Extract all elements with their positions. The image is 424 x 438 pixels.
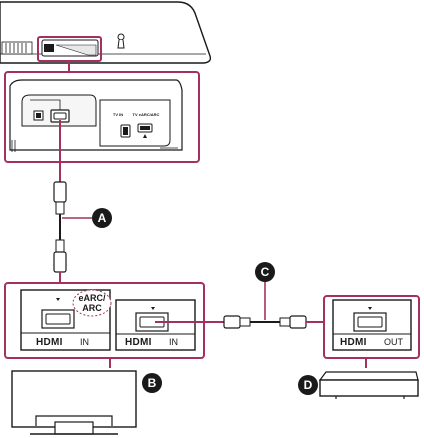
earc-label-line2: ARC (82, 303, 102, 313)
player-port-label: OUT (384, 337, 404, 347)
label-c-badge: C (255, 262, 275, 282)
hdmi-out-port (137, 123, 153, 138)
cable-a (53, 120, 92, 318)
soundbar-hdmi-label: TV eARC/ARC (133, 112, 160, 117)
hdmi-logo-3: HDMI (340, 337, 367, 348)
tv-port-1-label: IN (80, 337, 89, 347)
soundbar-zoom-panel: TV IN TV eARC/ARC (4, 71, 200, 163)
label-a: A (98, 211, 107, 225)
tv (11, 370, 137, 435)
label-b-badge: B (142, 373, 162, 393)
label-d-badge: D (298, 375, 318, 395)
tv-hdmi-port-2: HDMI IN (115, 299, 196, 351)
tv-hdmi-port-1: HDMI IN eARC/ ARC (20, 289, 112, 351)
soundbar-optical-label: TV IN (113, 112, 123, 117)
soundbar-grille (1, 41, 33, 55)
tv-port-panel: HDMI IN eARC/ ARC HDMI IN (4, 282, 205, 368)
soundbar (0, 1, 212, 72)
service-port (120, 124, 131, 138)
label-b: B (148, 376, 157, 390)
earc-label-line1: eARC/ (78, 293, 106, 303)
hdmi-logo-2: HDMI (125, 337, 152, 348)
player-port-panel: HDMI OUT (323, 295, 420, 368)
keyhole-icon (117, 33, 125, 49)
player-device (318, 371, 419, 399)
label-d: D (304, 378, 313, 392)
tv-port-2-label: IN (169, 337, 178, 347)
optical-port (33, 110, 44, 121)
label-a-badge: A (92, 208, 112, 228)
label-c: C (261, 265, 270, 279)
soundbar-hdmi-port (50, 109, 70, 123)
soundbar-port-cover (41, 39, 99, 57)
player-hdmi-out-port: HDMI OUT (332, 299, 412, 351)
hdmi-logo-1: HDMI (36, 337, 63, 348)
